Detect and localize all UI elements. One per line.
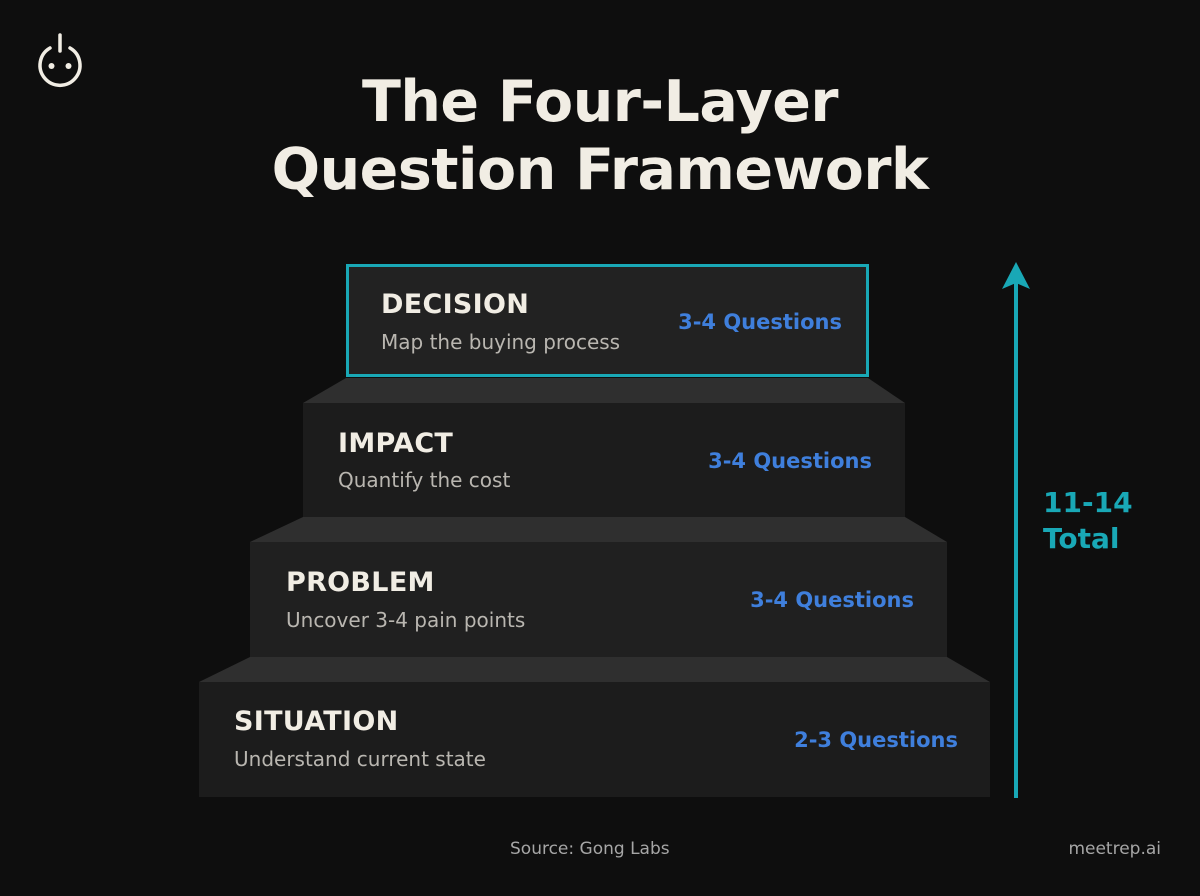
layer-impact: IMPACT Quantify the cost 3-4 Questions [303, 403, 905, 517]
layer-decision: DECISION Map the buying process 3-4 Ques… [346, 264, 869, 377]
layer-question-count: 3-4 Questions [750, 588, 914, 612]
page-title: The Four-Layer Question Framework [0, 68, 1200, 204]
title-line-2: Question Framework [271, 137, 929, 203]
layer-question-count: 2-3 Questions [794, 728, 958, 752]
layer-situation: SITUATION Understand current state 2-3 Q… [199, 682, 990, 797]
up-arrow-icon [1002, 262, 1030, 798]
layer-description: Understand current state [234, 747, 486, 771]
layer-description: Map the buying process [381, 330, 621, 354]
total-label: Total [1043, 522, 1120, 555]
brand-link[interactable]: meetrep.ai [1068, 839, 1161, 859]
layer-description: Uncover 3-4 pain points [286, 608, 526, 632]
layer-name: DECISION [381, 289, 530, 320]
layer-description: Quantify the cost [338, 468, 511, 492]
layer-name: PROBLEM [286, 567, 435, 598]
layer-question-count: 3-4 Questions [708, 449, 872, 473]
power-face-icon [38, 33, 82, 87]
source-credit: Source: Gong Labs [510, 839, 670, 859]
total-range: 11-14 [1043, 486, 1133, 519]
layer-question-count: 3-4 Questions [678, 310, 842, 334]
layer-name: IMPACT [338, 428, 454, 459]
total-questions-label: 11-14 Total [1043, 485, 1133, 557]
layer-problem: PROBLEM Uncover 3-4 pain points 3-4 Ques… [250, 542, 947, 657]
title-line-1: The Four-Layer [361, 69, 839, 135]
layer-name: SITUATION [234, 706, 399, 737]
